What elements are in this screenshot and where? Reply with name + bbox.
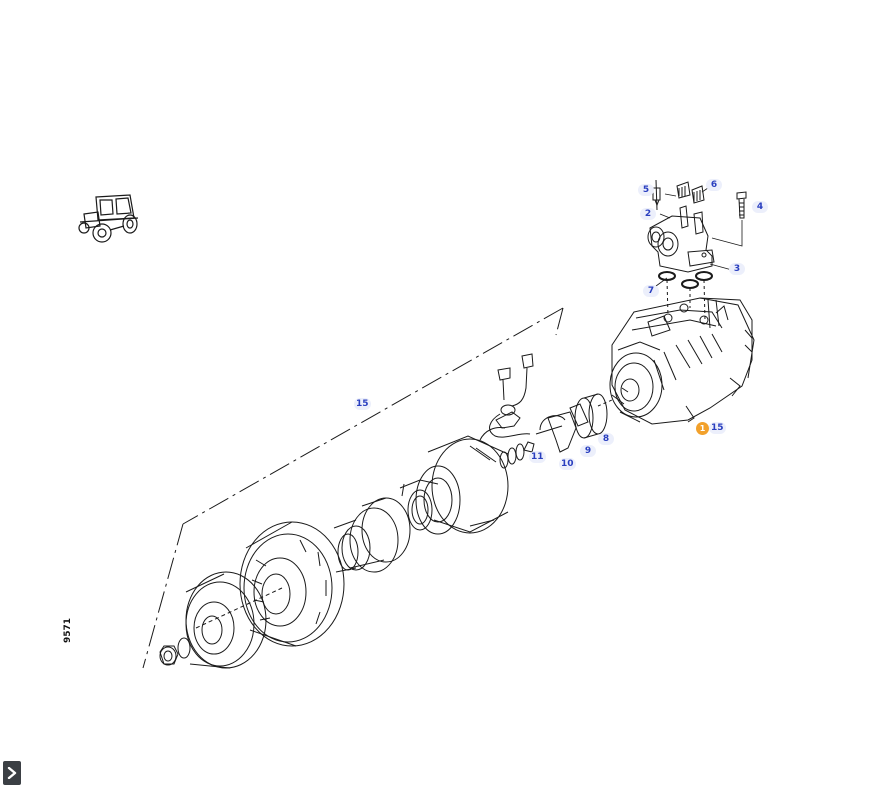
wiring-harness (479, 353, 534, 441)
callout-3[interactable]: 3 (729, 263, 745, 275)
callout-1-marker[interactable]: 1 (696, 422, 709, 435)
clutch-pulley (333, 497, 411, 573)
callout-15[interactable]: 15 (709, 422, 726, 434)
callout-11[interactable]: 11 (529, 451, 546, 463)
expand-panel-button[interactable] (3, 761, 21, 785)
callout-9[interactable]: 9 (580, 445, 596, 457)
callout-6[interactable]: 6 (706, 179, 722, 191)
manifold-assembly (647, 179, 747, 321)
callout-5[interactable]: 5 (638, 184, 654, 196)
shaft-parts (499, 393, 613, 469)
clutch-coil (399, 435, 509, 535)
compressor-body (609, 297, 755, 425)
callout-7[interactable]: 7 (643, 285, 659, 297)
callout-2[interactable]: 2 (640, 208, 656, 220)
group-15-bracket (142, 307, 564, 669)
callout-10[interactable]: 10 (559, 458, 576, 470)
chevron-right-icon (7, 767, 17, 779)
callout-15[interactable]: 15 (354, 398, 371, 410)
callout-8[interactable]: 8 (598, 433, 614, 445)
front-hub (159, 571, 283, 669)
tractor-icon (78, 194, 139, 243)
clutch-plate (239, 521, 345, 647)
drawing-number: 9571 (63, 617, 73, 643)
callout-4[interactable]: 4 (752, 201, 768, 213)
